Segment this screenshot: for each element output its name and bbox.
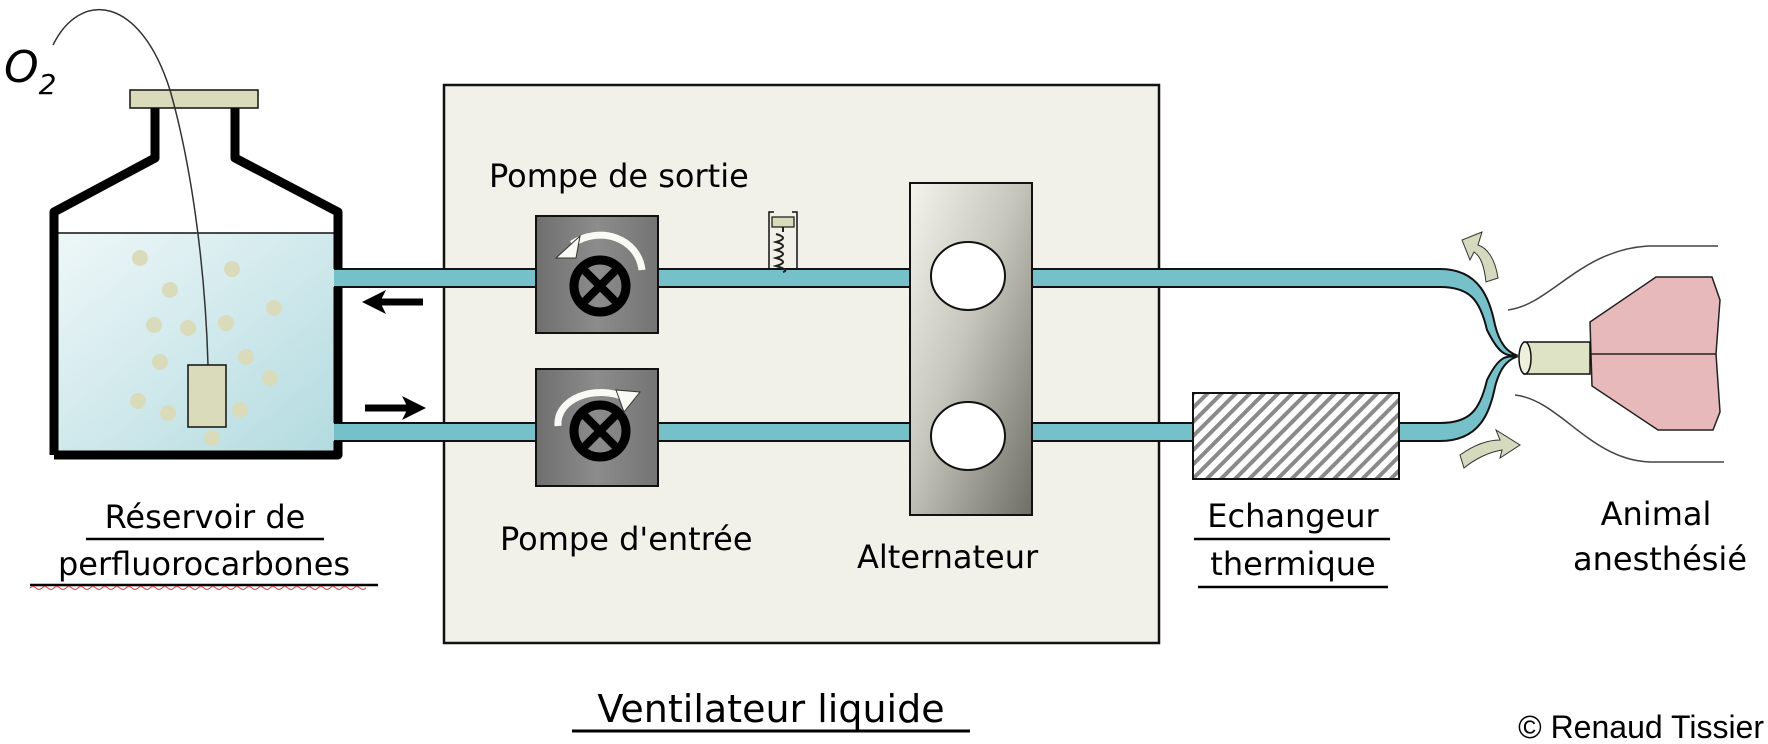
animal-body-outline-top — [1507, 245, 1718, 311]
anesthetized-animal — [1507, 245, 1724, 463]
oxygen-line — [52, 8, 209, 366]
inlet-pump — [535, 368, 659, 487]
supply-flow-arrow — [365, 396, 426, 420]
counterclockwise-arrow-icon — [570, 231, 646, 271]
o2-label: O2 — [4, 42, 56, 101]
alternator — [909, 182, 1033, 516]
pump-rotor-icon — [569, 400, 631, 462]
alternator-valve-bottom — [930, 401, 1006, 471]
alternator-valve-top — [930, 241, 1006, 311]
reservoir-label-line2: perfluorocarbones — [58, 545, 350, 583]
reservoir-bottle — [49, 8, 343, 460]
animal-label-line1: Animal — [1601, 495, 1712, 533]
clockwise-arrow-icon — [554, 389, 628, 427]
spellcheck-underline — [29, 586, 367, 590]
heat-exchanger-label-line2: thermique — [1210, 545, 1375, 583]
inhale-flow-arrow — [1459, 428, 1521, 469]
pressure-sensor — [768, 211, 798, 273]
ventilator-panel — [442, 83, 1161, 645]
pump-rotor-icon — [569, 255, 631, 317]
heat-exchanger-label-line1: Echangeur — [1207, 497, 1379, 535]
heat-exchanger — [1192, 392, 1400, 480]
return-flow-arrow — [362, 290, 423, 314]
tracheal-tube — [1523, 341, 1591, 375]
outlet-pump-label: Pompe de sortie — [489, 157, 749, 195]
copyright: © Renaud Tissier — [1518, 709, 1764, 744]
alternator-label: Alternateur — [857, 538, 1039, 576]
exhale-flow-arrow — [1461, 231, 1499, 283]
animal-label-line2: anesthésié — [1573, 540, 1747, 578]
reservoir-label-line1: Réservoir de — [105, 498, 306, 536]
diagram-title: Ventilateur liquide — [597, 687, 944, 731]
inlet-pump-label: Pompe d'entrée — [500, 520, 753, 558]
animal-body-outline-bottom — [1514, 394, 1724, 463]
bottle-cap — [129, 89, 259, 109]
bubbles — [130, 250, 282, 446]
outlet-pump — [535, 215, 659, 334]
oxygen-diffuser — [187, 364, 227, 428]
